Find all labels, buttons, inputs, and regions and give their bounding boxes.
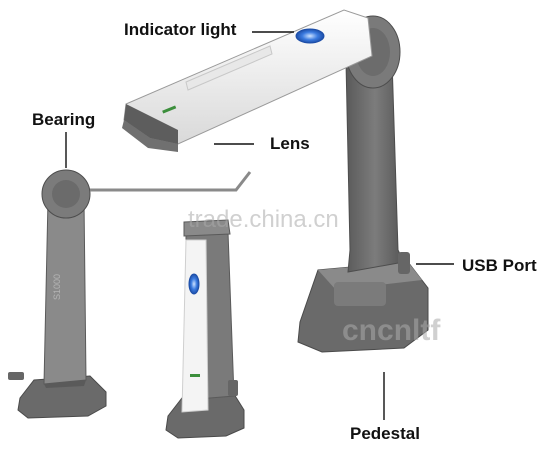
side-post — [43, 199, 87, 385]
lens-label: Lens — [270, 134, 310, 153]
main-scanner — [122, 9, 429, 353]
indicator-light-label: Indicator light — [124, 20, 237, 39]
main-post — [345, 59, 405, 273]
side-arm-edge — [90, 171, 252, 192]
side-view-scanner: S1000 — [8, 169, 252, 419]
indicator-light-led — [295, 28, 325, 44]
side-usb-port — [8, 372, 24, 380]
front-usb-port — [228, 380, 238, 396]
side-model-text: S1000 — [52, 274, 62, 300]
leader-lines — [65, 31, 454, 420]
bearing-label: Bearing — [32, 110, 96, 129]
usb-port-nub — [398, 252, 410, 274]
usb-port-label: USB Port — [462, 256, 537, 275]
front-brand-logo-icon — [190, 374, 200, 377]
brand-logo-icon — [162, 105, 177, 114]
watermark-trade: trade.china.cn — [188, 206, 339, 233]
pedestal-panel — [334, 282, 386, 306]
front-indicator-led — [188, 273, 200, 295]
front-view-scanner — [165, 219, 245, 439]
front-post-light — [181, 239, 209, 413]
pedestal-label: Pedestal — [350, 424, 420, 443]
watermark-seller: cncnltf — [342, 314, 441, 347]
lens-window — [185, 45, 273, 91]
